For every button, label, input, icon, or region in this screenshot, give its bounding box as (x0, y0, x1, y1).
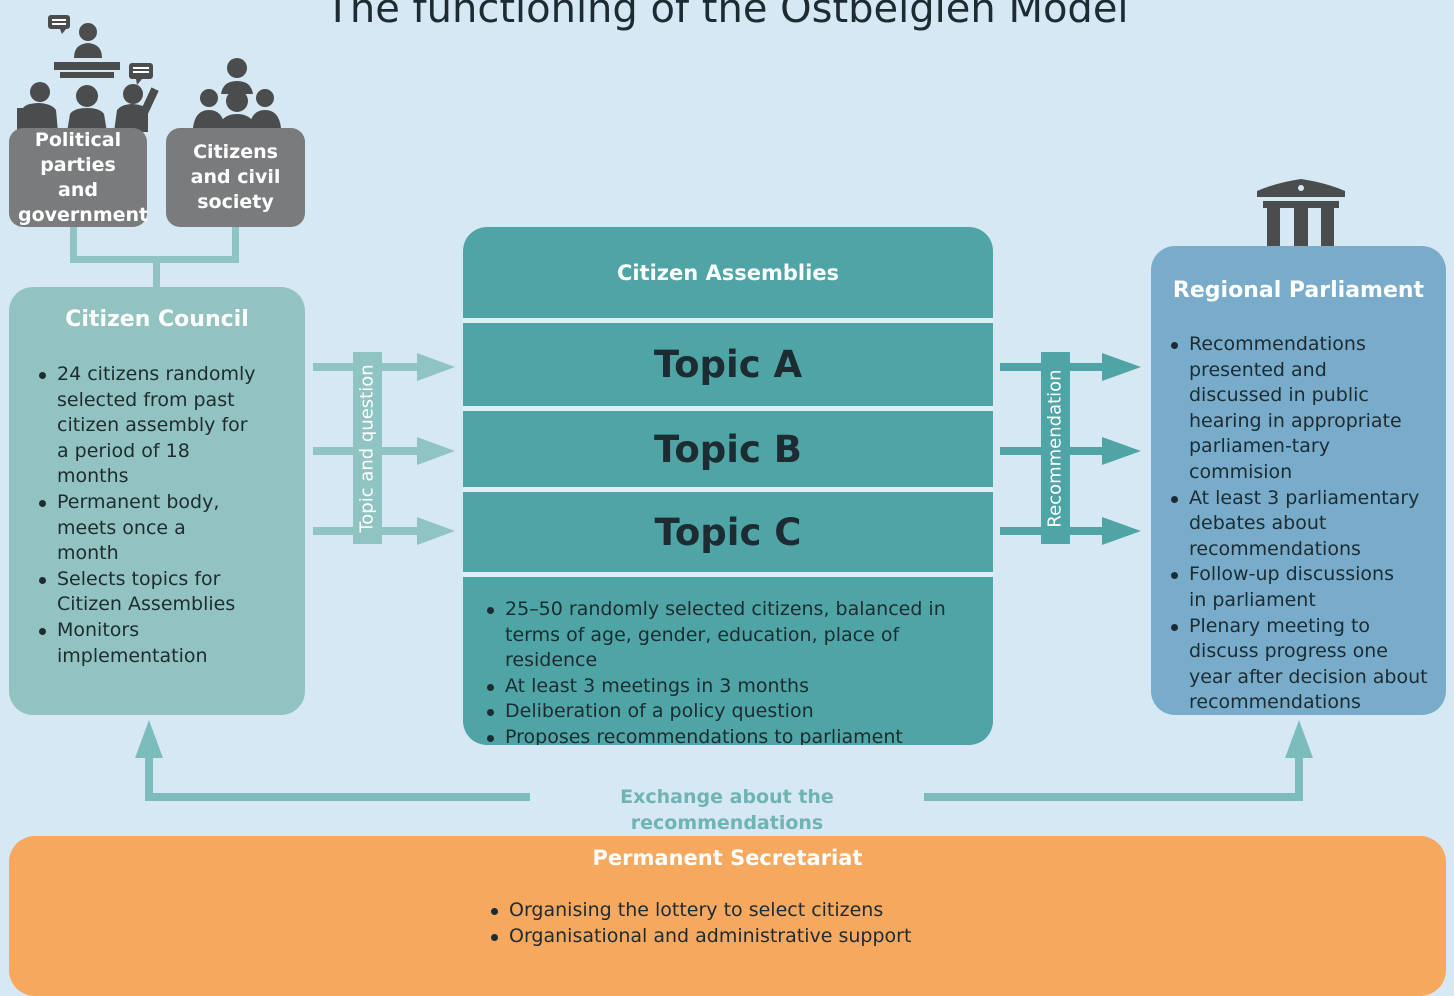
topic-question-bar: Topic and question (353, 352, 382, 544)
topic-a: Topic A (653, 343, 803, 386)
regional-parliament-title: Regional Parliament (1172, 278, 1425, 303)
divider (463, 487, 993, 492)
regional-parliament-list: Recommendations presented and discussed … (1167, 332, 1443, 716)
political-parties-box: Political parties and government (9, 128, 149, 227)
citizen-assemblies-list: 25–50 randomly selected citizens, balanc… (483, 597, 983, 745)
list-item: Organising the lottery to select citizen… (487, 898, 1007, 924)
political-parties-label: Political parties and government (18, 128, 149, 226)
citizen-assemblies-title: Citizen Assemblies (616, 261, 840, 285)
topic-b: Topic B (654, 427, 802, 471)
list-item: Selects topics for Citizen Assemblies (35, 567, 247, 618)
citizen-council-list: 24 citizens randomly selected from past … (35, 362, 297, 669)
permanent-secretariat-title: Permanent Secretariat (592, 846, 863, 870)
citizens-civil-society-box: Citizens and civil society (166, 128, 305, 227)
divider (463, 318, 993, 323)
list-item: 24 citizens randomly selected from past … (35, 362, 257, 490)
exchange-label: Exchange about the recommendations (530, 784, 924, 834)
list-item: Recommendations presented and discussed … (1167, 332, 1421, 486)
list-item: Permanent body, meets once a month (35, 490, 252, 567)
page-title: The functioning of the Ostbelgien Model (325, 0, 1129, 32)
list-item: Organisational and administrative suppor… (487, 924, 1007, 950)
list-item: Follow-up discussions in parliament (1167, 562, 1399, 613)
recommendation-bar: Recommendation (1041, 352, 1070, 544)
topic-question-label: Topic and question (357, 363, 379, 533)
citizen-council-title: Citizen Council (65, 307, 249, 332)
list-item: Monitors implementation (35, 618, 237, 669)
topic-c: Topic C (654, 510, 802, 554)
divider (463, 572, 993, 577)
citizens-civil-society-label: Citizens and civil society (190, 141, 281, 213)
permanent-secretariat-box: Permanent Secretariat Organising the lot… (9, 836, 1446, 996)
list-item: At least 3 parliamentary debates about r… (1167, 486, 1421, 563)
list-item: Plenary meeting to discuss progress one … (1167, 614, 1429, 716)
list-item: At least 3 meetings in 3 months (483, 674, 983, 700)
divider (463, 406, 993, 411)
list-item: 25–50 randomly selected citizens, balanc… (483, 597, 975, 674)
citizens-group-icon (193, 58, 281, 134)
regional-parliament-box: Regional Parliament Recommendations pres… (1151, 246, 1446, 715)
permanent-secretariat-list: Organising the lottery to select citizen… (487, 898, 1007, 949)
political-parties-icon (17, 15, 159, 132)
list-item: Proposes recommendations to parliament (483, 725, 983, 745)
recommendation-label: Recommendation (1045, 368, 1067, 528)
list-item: Deliberation of a policy question (483, 699, 983, 725)
citizen-assemblies-box: Citizen Assemblies Topic A Topic B Topic… (463, 227, 993, 745)
citizen-council-box: Citizen Council 24 citizens randomly sel… (9, 287, 305, 715)
